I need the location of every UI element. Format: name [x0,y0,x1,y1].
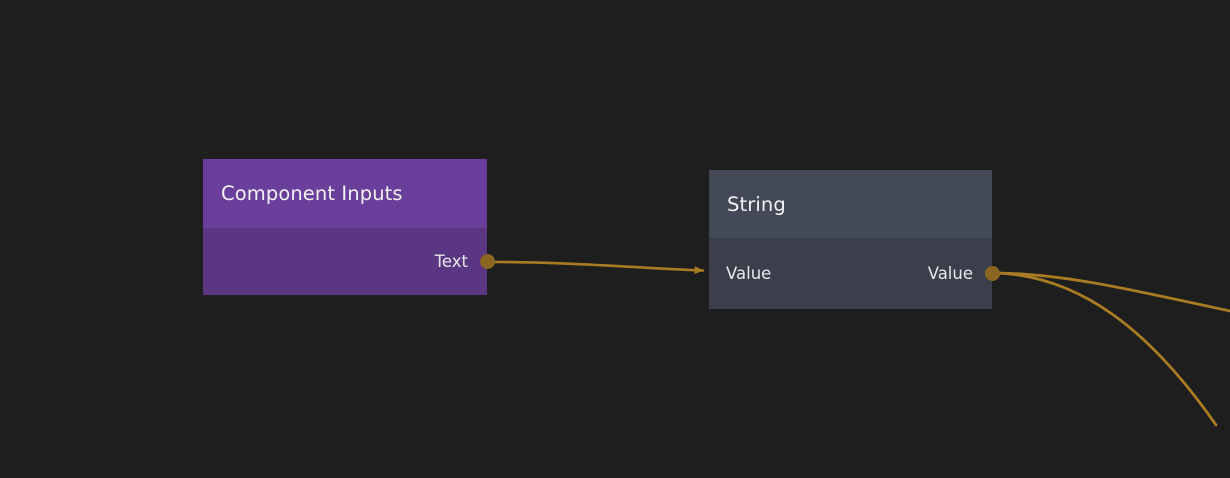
node-title: String [727,192,786,216]
node-component-inputs[interactable]: Component Inputs Text [203,159,495,295]
node-body: Value Value [709,238,1000,309]
output-port-dot-text[interactable] [479,254,495,269]
wire-value-out-lower [994,271,1218,427]
output-port-label-text: Text [434,252,468,271]
node-title: Component Inputs [221,182,403,205]
node-header[interactable]: String [709,170,992,238]
wire-text-to-value [490,260,705,275]
port-row-value[interactable]: Value Value [709,238,992,309]
node-body: Text [203,228,495,295]
wire-value-out-upper [994,271,1230,313]
node-header[interactable]: Component Inputs [203,159,487,228]
output-port-dot-value[interactable] [985,266,1000,281]
node-string[interactable]: String Value Value [709,170,1000,309]
output-port-label-value: Value [927,264,973,283]
output-port-row-text[interactable]: Text [203,228,487,295]
input-port-label-value: Value [726,264,772,283]
